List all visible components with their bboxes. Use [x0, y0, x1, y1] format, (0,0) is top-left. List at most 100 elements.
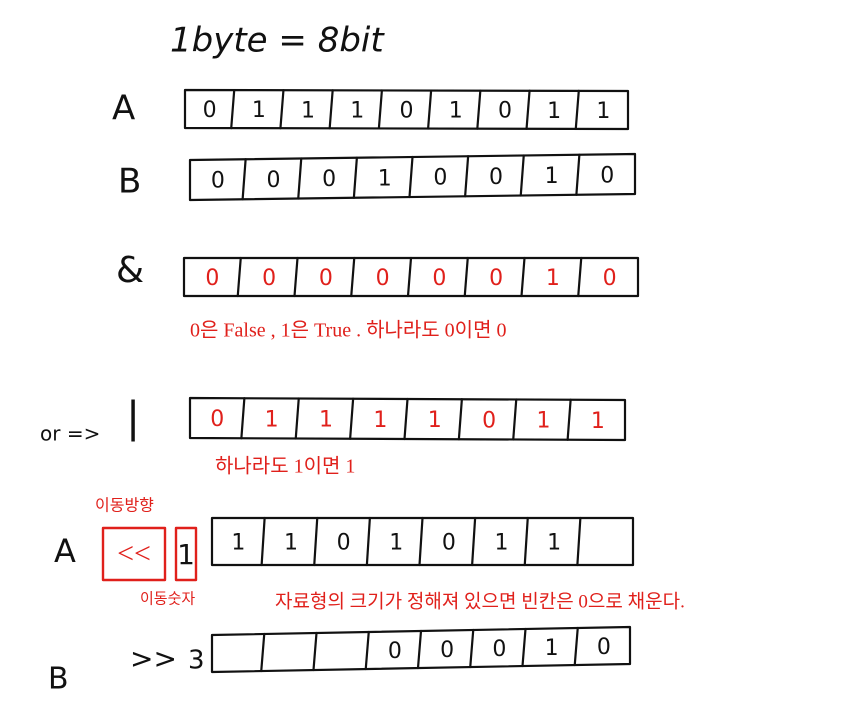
- row-label-shift-left: A: [54, 532, 76, 570]
- bit-cell-value: 1: [284, 531, 298, 556]
- bit-cell-divider: [525, 89, 531, 130]
- bit-cell-divider: [523, 516, 529, 567]
- bit-cell-value: 0: [210, 407, 224, 432]
- shift-right-operator: >>: [130, 642, 177, 675]
- bit-cell-divider: [427, 89, 433, 130]
- bit-cell-value: 0: [489, 266, 503, 291]
- bit-cell-value: 1: [350, 98, 364, 123]
- bit-cell-divider: [240, 397, 246, 440]
- bit-cell-divider: [313, 516, 319, 567]
- bit-cell-value: 0: [266, 168, 280, 193]
- bit-cell-value: 0: [388, 639, 402, 664]
- bit-cell-divider: [566, 398, 572, 441]
- shift-note: 자료형의 크기가 정해져 있으면 빈칸은 0으로 채운다.: [275, 590, 685, 612]
- bit-cell-divider: [294, 397, 300, 440]
- bit-cell-value: 0: [400, 99, 414, 124]
- bit-cell-value: 0: [319, 266, 333, 291]
- bit-cell-divider: [328, 89, 334, 130]
- bit-cell-divider: [297, 157, 303, 200]
- row-label-b: B: [118, 162, 141, 202]
- bit-cell-value: 0: [597, 635, 611, 660]
- bit-cell-divider: [575, 153, 581, 196]
- bit-cell-value: 1: [547, 531, 561, 556]
- bit-cell-value: 0: [432, 266, 446, 291]
- bit-cell-value: 0: [600, 163, 614, 188]
- bit-cell-value: 0: [498, 99, 512, 124]
- bit-cell-value: 1: [373, 408, 387, 433]
- bit-cell-divider: [469, 628, 475, 669]
- bit-row-frame: [210, 516, 635, 567]
- row-label-and: &: [116, 250, 144, 291]
- bit-cell-divider: [471, 516, 477, 567]
- bit-cell-value: 1: [389, 531, 403, 556]
- shift-amount-box: [174, 526, 198, 582]
- bit-cell-divider: [260, 632, 266, 673]
- bit-cell-divider: [576, 516, 582, 567]
- bit-cell-value: 0: [211, 169, 225, 194]
- bit-cell-divider: [312, 631, 318, 672]
- bit-cell-divider: [464, 155, 470, 198]
- bit-cell-value: 0: [262, 266, 276, 291]
- bit-cell-value: 0: [492, 637, 506, 662]
- bit-cell-value: 0: [489, 165, 503, 190]
- bit-cell-divider: [377, 89, 383, 130]
- bit-cell-value: 1: [231, 531, 245, 556]
- or-note: 하나라도 1이면 1: [215, 455, 355, 478]
- bit-cell-value: 1: [591, 409, 605, 434]
- bit-row-frame: [188, 396, 627, 442]
- bit-cell-divider: [365, 516, 371, 567]
- bit-cell-value: 1: [252, 98, 266, 123]
- bit-cell-value: 0: [376, 266, 390, 291]
- bit-cell-value: 1: [545, 164, 559, 189]
- bit-cell-divider: [463, 256, 469, 298]
- bit-cell-divider: [352, 156, 358, 199]
- bit-row-frame: [188, 152, 637, 202]
- bit-cell-divider: [476, 89, 482, 130]
- bit-cell-value: 1: [301, 98, 315, 123]
- bit-cell-value: 0: [440, 638, 454, 663]
- bit-cell-divider: [364, 630, 370, 671]
- bit-cell-value: 0: [433, 166, 447, 191]
- bit-cell-divider: [230, 89, 236, 130]
- bit-cell-divider: [293, 256, 299, 298]
- bit-cell-divider: [350, 256, 356, 298]
- bit-cell-divider: [260, 516, 266, 567]
- bit-cell-value: 1: [319, 408, 333, 433]
- bit-cell-divider: [573, 626, 579, 667]
- bit-cell-value: 0: [203, 98, 217, 123]
- bit-cell-divider: [519, 154, 525, 197]
- count-label: 이동숫자: [140, 590, 195, 607]
- bit-cell-value: 0: [322, 167, 336, 192]
- bit-cell-value: 1: [428, 408, 442, 433]
- row-label-a: A: [112, 89, 135, 129]
- bit-cell-divider: [408, 155, 414, 199]
- bit-cell-value: 1: [494, 531, 508, 556]
- bit-row-frame: [210, 625, 632, 674]
- bit-cell-value: 1: [536, 409, 550, 434]
- bit-cell-value: 0: [442, 531, 456, 556]
- bit-cell-value: 1: [546, 266, 560, 291]
- bit-cell-value: 1: [596, 99, 610, 124]
- bit-cell-divider: [279, 89, 285, 130]
- bit-cell-divider: [416, 629, 423, 670]
- bit-cell-divider: [520, 256, 526, 298]
- page-title: 1byte = 8bit: [170, 21, 385, 61]
- bit-cell-divider: [418, 516, 424, 567]
- shift-left-amount: 1: [177, 538, 195, 571]
- bit-cell-value: 1: [265, 407, 279, 432]
- row-label-or: |: [126, 393, 140, 442]
- bit-cell-divider: [241, 158, 247, 201]
- bit-cell-value: 1: [547, 99, 561, 124]
- bit-cell-divider: [521, 627, 527, 668]
- bit-cell-divider: [457, 398, 463, 441]
- bit-cell-divider: [574, 89, 580, 130]
- bit-cell-divider: [349, 397, 355, 440]
- row-prefix-or: or =>: [40, 422, 100, 446]
- row-label-shift-right: B: [48, 662, 69, 697]
